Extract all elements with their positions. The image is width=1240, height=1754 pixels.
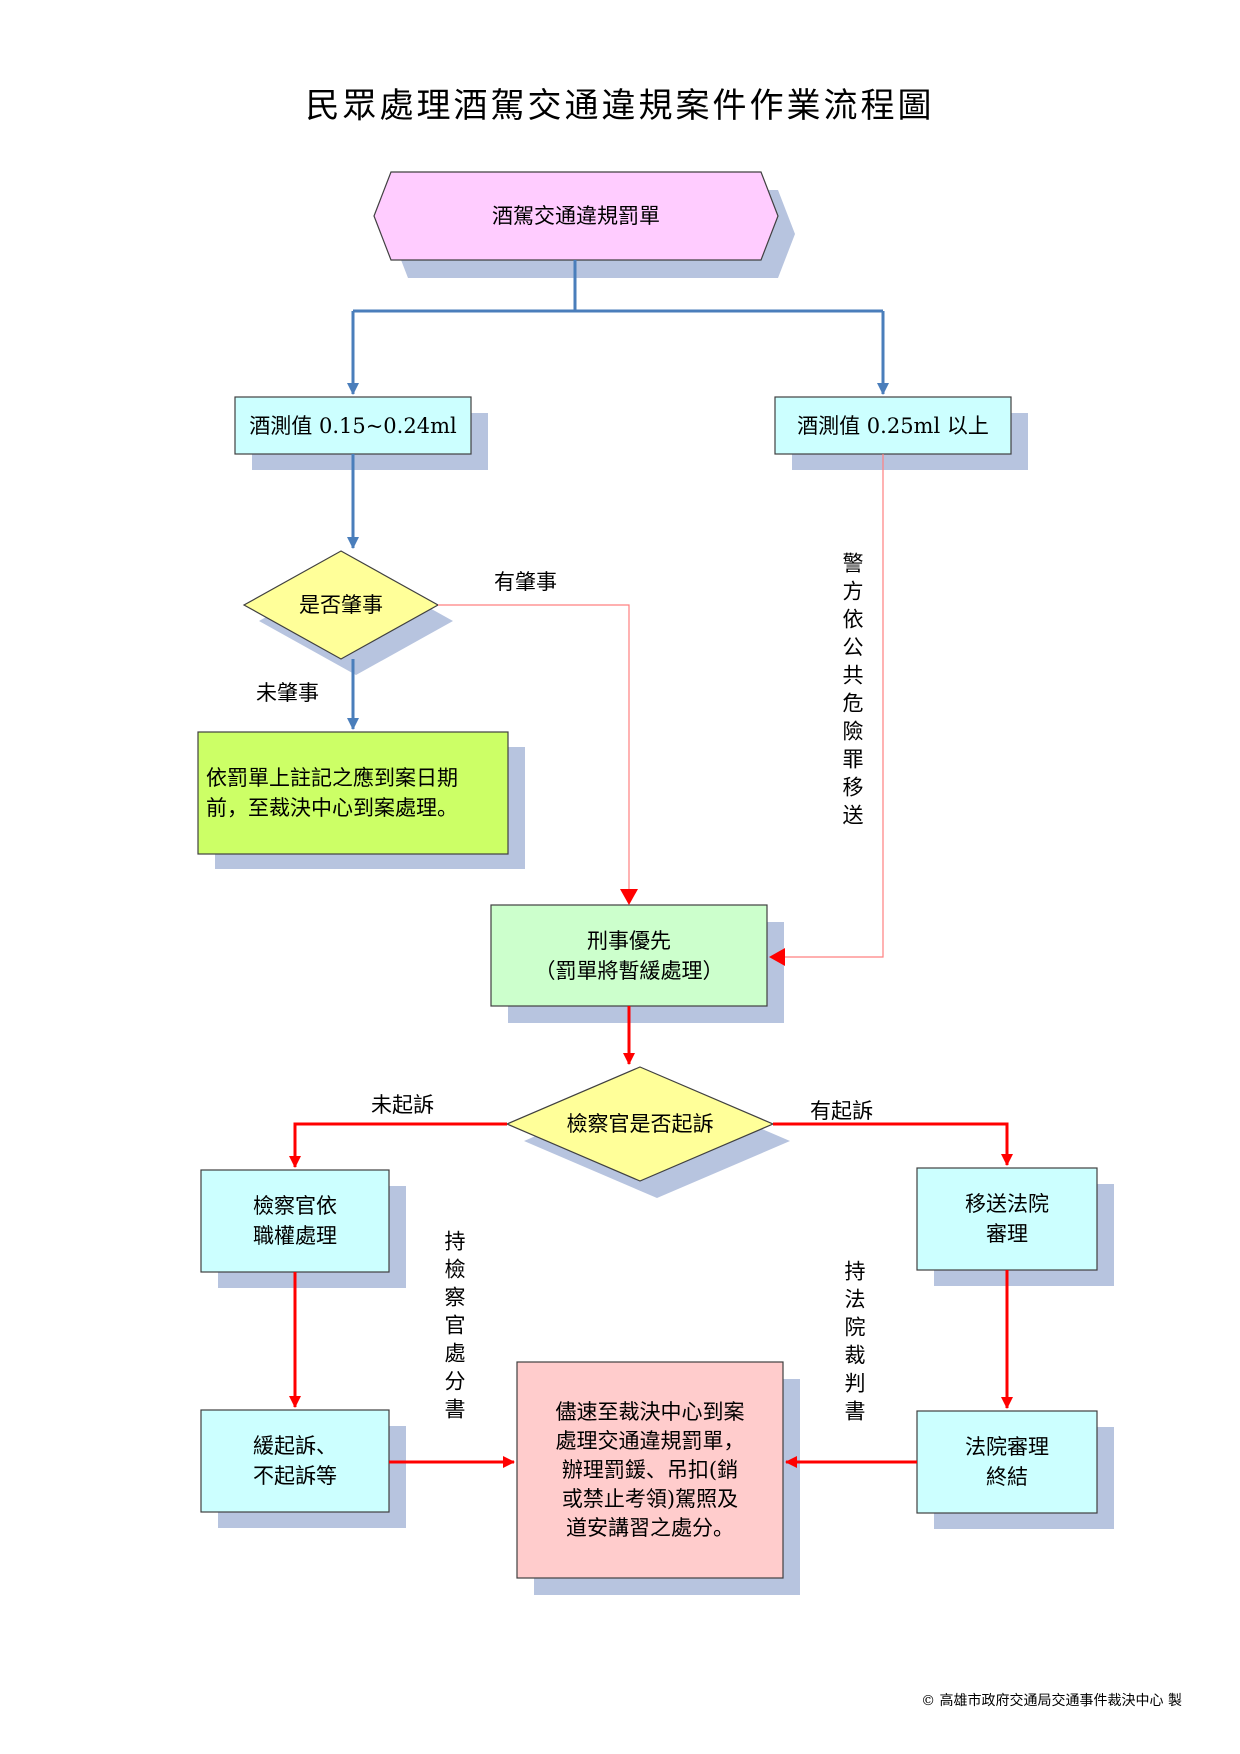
blue-connectors	[347, 260, 889, 730]
court-transfer-box	[916, 1167, 1098, 1271]
low-bac-box	[234, 396, 472, 455]
deferred-line-1: 緩起訴、	[253, 1434, 337, 1458]
footer-credit: © 高雄市政府交通局交通事件裁決中心 製	[921, 1693, 1182, 1709]
court-transfer-line-2: 審理	[986, 1222, 1028, 1246]
final-action-label: 儘速至裁決中心到案 處理交通違規罰單， 辦理罰鍰、吊扣(銷 或禁止考領)駕照及 …	[517, 1362, 783, 1578]
court-doc-label: 持法院裁判書	[842, 1260, 866, 1428]
prosecute-decision-diamond	[505, 1066, 775, 1182]
final-action-line-1: 儘速至裁決中心到案	[555, 1399, 745, 1424]
low-bac-label: 酒測值 0.15~0.24ml	[249, 413, 457, 438]
prosecutor-handle-box	[200, 1169, 390, 1273]
prosecutor-handle-line-1: 檢察官依	[253, 1194, 337, 1218]
no-accident-action-box	[197, 731, 509, 855]
pink-arrowheads	[620, 889, 785, 966]
criminal-first-line-1: 刑事優先	[587, 928, 671, 953]
start-label: 酒駕交通違規罰單	[492, 204, 660, 228]
no-accident-action-line-2: 前，至裁決中心到案處理。	[206, 796, 458, 820]
final-action-line-4: 或禁止考領)駕照及	[561, 1486, 739, 1511]
court-transfer-label: 移送法院 審理	[917, 1168, 1097, 1270]
criminal-first-label: 刑事優先 （罰單將暫緩處理）	[491, 905, 767, 1006]
court-end-box	[916, 1410, 1098, 1514]
no-accident-action-label: 依罰單上註記之應到案日期 前，至裁決中心到案處理。	[198, 732, 508, 854]
accident-decision-diamond	[242, 550, 440, 660]
accident-decision-label: 是否肇事	[299, 593, 383, 617]
has-accident-label: 有肇事	[494, 570, 557, 594]
prosecuted-label: 有起訴	[810, 1099, 873, 1123]
criminal-first-line-2: （罰單將暫緩處理）	[534, 958, 724, 983]
court-end-line-2: 終結	[986, 1465, 1028, 1489]
page-title: 民眾處理酒駕交通違規案件作業流程圖	[305, 86, 935, 126]
criminal-first-box	[490, 904, 768, 1007]
pink-connectors	[438, 454, 884, 958]
court-end-line-1: 法院審理	[965, 1435, 1049, 1459]
final-action-line-5: 道安講習之處分。	[566, 1515, 734, 1540]
final-action-line-3: 辦理罰鍰、吊扣(銷	[561, 1457, 739, 1482]
not-prosecuted-label: 未起訴	[371, 1093, 434, 1117]
deferred-label: 緩起訴、 不起訴等	[201, 1410, 389, 1512]
high-bac-box	[774, 396, 1012, 455]
start-hexagon	[373, 171, 779, 261]
court-end-label: 法院審理 終結	[917, 1411, 1097, 1513]
prosecutor-handle-line-2: 職權處理	[253, 1224, 337, 1248]
police-transfer-label: 警方依公共危險罪移送	[840, 552, 864, 832]
no-accident-action-line-1: 依罰單上註記之應到案日期	[206, 766, 458, 790]
court-transfer-line-1: 移送法院	[965, 1192, 1049, 1216]
high-bac-label: 酒測值 0.25ml 以上	[797, 413, 989, 438]
red-connectors	[289, 1006, 1013, 1468]
final-action-box	[516, 1361, 784, 1579]
final-action-line-2: 處理交通違規罰單，	[555, 1428, 745, 1453]
deferred-box	[200, 1409, 390, 1513]
prosecute-decision-label: 檢察官是否起訴	[566, 1112, 714, 1136]
prosecutor-doc-label: 持檢察官處分書	[442, 1230, 466, 1426]
no-accident-label: 未肇事	[256, 681, 319, 705]
deferred-line-2: 不起訴等	[253, 1464, 337, 1488]
prosecutor-handle-label: 檢察官依 職權處理	[201, 1170, 389, 1272]
